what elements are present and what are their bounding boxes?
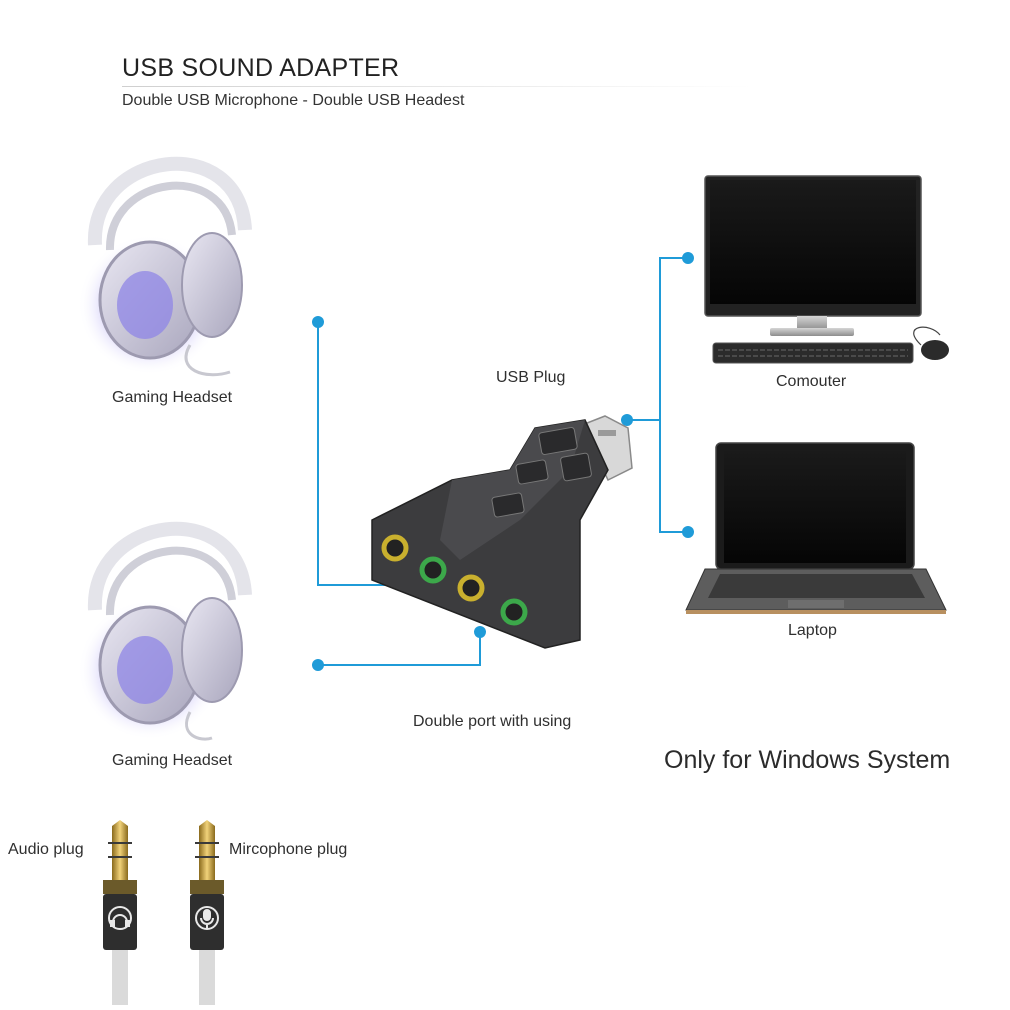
gaming-headset-top-image [78,156,252,377]
windows-only-note: Only for Windows System [664,746,951,774]
double-port-label: Double port with using [413,713,572,730]
page-subtitle: Double USB Microphone - Double USB Heade… [122,92,465,109]
laptop-image [685,442,947,614]
microphone-icon [195,906,219,930]
connector-dots [312,252,694,671]
headset-bottom-label: Gaming Headset [112,752,233,769]
computer-label: Comouter [776,373,847,390]
usb-sound-adapter-image [371,415,633,649]
laptop-label: Laptop [788,622,837,639]
desktop-computer-image [704,175,949,364]
audio-plug-image [103,820,137,1005]
audio-plug-label: Audio plug [8,841,84,858]
title-divider [122,86,752,87]
gaming-headset-bottom-image [78,521,252,741]
page-title: USB SOUND ADAPTER [122,54,400,82]
microphone-plug-image [190,820,224,1005]
usb-plug-label: USB Plug [496,369,566,386]
headset-top-label: Gaming Headset [112,389,233,406]
microphone-plug-label: Mircophone plug [229,841,348,858]
headphone-icon [108,906,132,930]
